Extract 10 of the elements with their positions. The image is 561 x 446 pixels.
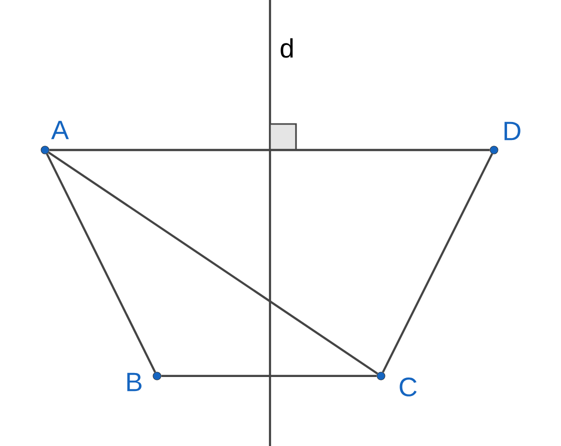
segment [46, 153, 156, 373]
point-label: A [51, 120, 69, 140]
point-label: B [127, 372, 142, 392]
point-label: C [400, 378, 417, 396]
segment [48, 151, 378, 374]
segment [161, 374, 377, 378]
segment [49, 148, 490, 152]
segment [382, 153, 494, 373]
point-label: D [504, 122, 520, 140]
line-label: d [280, 38, 293, 58]
